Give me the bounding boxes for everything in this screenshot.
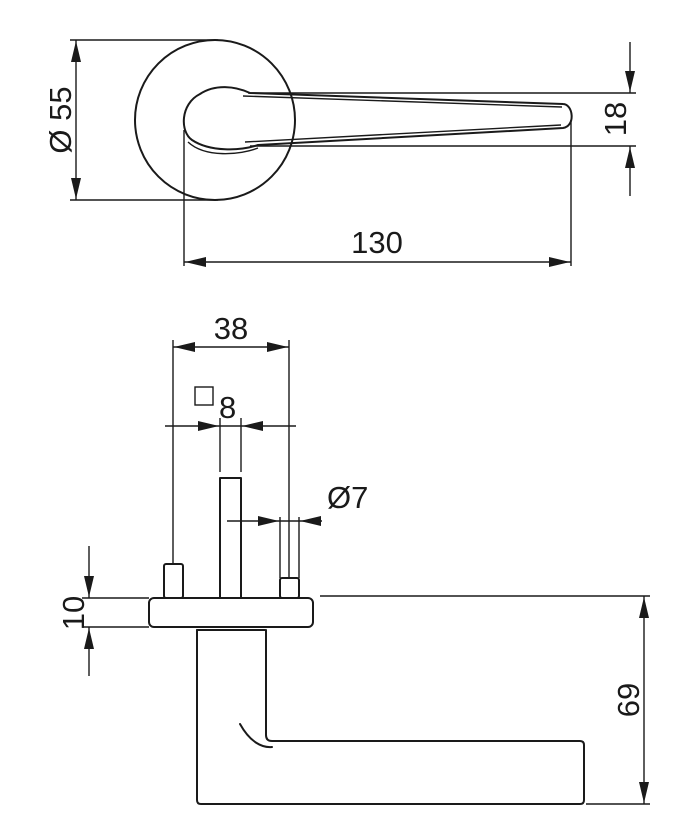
arrow-thickness-top bbox=[84, 576, 94, 597]
arrow-thickness-bottom bbox=[84, 628, 94, 649]
arrow-height-top bbox=[625, 71, 635, 92]
dim-screw-diameter: Ø7 bbox=[327, 480, 368, 515]
lever-side-outline bbox=[196, 629, 585, 805]
rosette-circle bbox=[134, 39, 296, 201]
top-view: Ø 55 18 130 bbox=[43, 39, 636, 267]
square-spindle bbox=[219, 477, 242, 599]
dim-lever-height: 18 bbox=[598, 102, 633, 136]
arrow-rosette-bottom bbox=[71, 178, 81, 199]
square-spindle-icon bbox=[194, 386, 214, 406]
arrow-rosette-top bbox=[71, 41, 81, 62]
arrow-spacing-left bbox=[174, 342, 195, 352]
lever-side-fillet bbox=[239, 723, 273, 749]
arrow-square-right bbox=[242, 421, 263, 431]
dim-spindle-square: 8 bbox=[219, 390, 236, 425]
lever-top-inner bbox=[187, 95, 563, 155]
arrow-spacing-right bbox=[267, 342, 288, 352]
arrow-screw-left bbox=[258, 516, 279, 526]
fixing-pin-left bbox=[163, 563, 184, 599]
dim-spindle-spacing: 38 bbox=[214, 311, 248, 346]
arrow-screw-right bbox=[300, 516, 321, 526]
arrow-length-right bbox=[549, 257, 570, 267]
side-view: 38 8 Ø7 10 69 bbox=[56, 311, 650, 805]
arrow-projection-bottom bbox=[639, 782, 649, 803]
fixing-pin-right bbox=[279, 577, 300, 599]
arrow-height-bottom bbox=[625, 147, 635, 168]
rosette-plate bbox=[148, 597, 314, 628]
arrow-length-left bbox=[185, 257, 206, 267]
dim-rosette-diameter: Ø 55 bbox=[43, 86, 78, 153]
arrow-square-left bbox=[198, 421, 219, 431]
dim-lever-projection: 69 bbox=[611, 683, 646, 717]
dim-rosette-thickness: 10 bbox=[56, 596, 91, 630]
dim-lever-length: 130 bbox=[351, 225, 403, 260]
arrow-projection-top bbox=[639, 597, 649, 618]
lever-top-outline bbox=[182, 86, 573, 151]
